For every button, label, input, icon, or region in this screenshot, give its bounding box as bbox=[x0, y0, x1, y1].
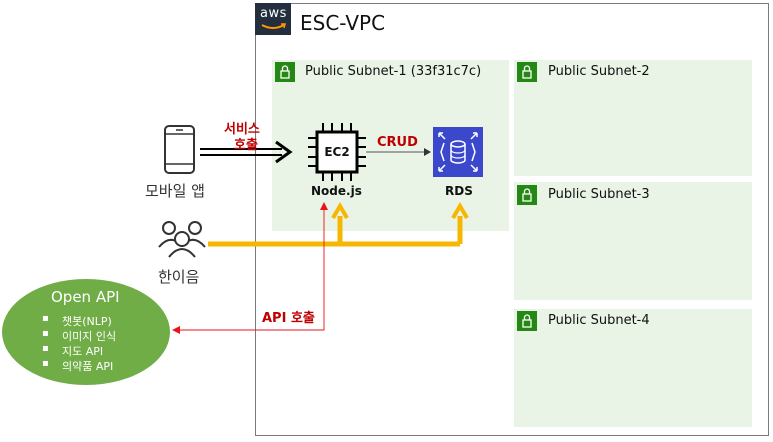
vpc-title: ESC-VPC bbox=[300, 11, 386, 35]
user-access-arrows bbox=[208, 202, 469, 247]
service-call-label-line1: 서비스 bbox=[224, 122, 260, 137]
ec2-name: Node.js bbox=[311, 184, 362, 198]
subnet-2 bbox=[514, 60, 752, 176]
users-label: 한이음 bbox=[158, 268, 200, 286]
subnet-2-label: Public Subnet-2 bbox=[548, 64, 650, 79]
open-api-item: 지도 API bbox=[42, 343, 103, 359]
api-call-label: API 호출 bbox=[262, 311, 315, 326]
subnet-4 bbox=[514, 309, 752, 427]
subnet-4-lock-icon bbox=[517, 311, 537, 331]
api-call-line bbox=[172, 202, 328, 334]
vpc-boundary bbox=[255, 3, 769, 436]
subnet-2-lock-icon bbox=[517, 62, 537, 82]
mobile-phone-icon bbox=[164, 125, 195, 174]
ec2-chip-icon bbox=[308, 123, 366, 181]
aws-logo-text: aws bbox=[260, 6, 287, 21]
open-api-item: 의약품 API bbox=[42, 358, 113, 374]
subnet-3-label: Public Subnet-3 bbox=[548, 187, 650, 202]
rds-name: RDS bbox=[445, 184, 473, 198]
subnet-3-lock-icon bbox=[517, 185, 537, 205]
open-api-item: 챗봇(NLP) bbox=[42, 313, 112, 329]
service-call-arrow bbox=[200, 140, 293, 164]
service-call-label-line2: 호출 bbox=[234, 138, 258, 153]
mobile-app-label: 모바일 앱 bbox=[145, 182, 205, 200]
rds-icon bbox=[433, 127, 483, 177]
users-icon bbox=[158, 221, 206, 258]
subnet-1-lock-icon bbox=[275, 62, 295, 82]
crud-label: CRUD bbox=[377, 135, 418, 150]
subnet-4-label: Public Subnet-4 bbox=[548, 313, 650, 328]
subnet-1-label: Public Subnet-1 (33f31c7c) bbox=[305, 64, 482, 79]
ec2-chip-label: EC2 bbox=[324, 145, 350, 159]
open-api-title: Open API bbox=[51, 288, 120, 306]
aws-logo-icon: aws bbox=[255, 3, 291, 35]
open-api-item: 이미지 인식 bbox=[42, 328, 116, 344]
subnet-3 bbox=[514, 182, 752, 300]
aws-smile-icon bbox=[261, 23, 286, 29]
